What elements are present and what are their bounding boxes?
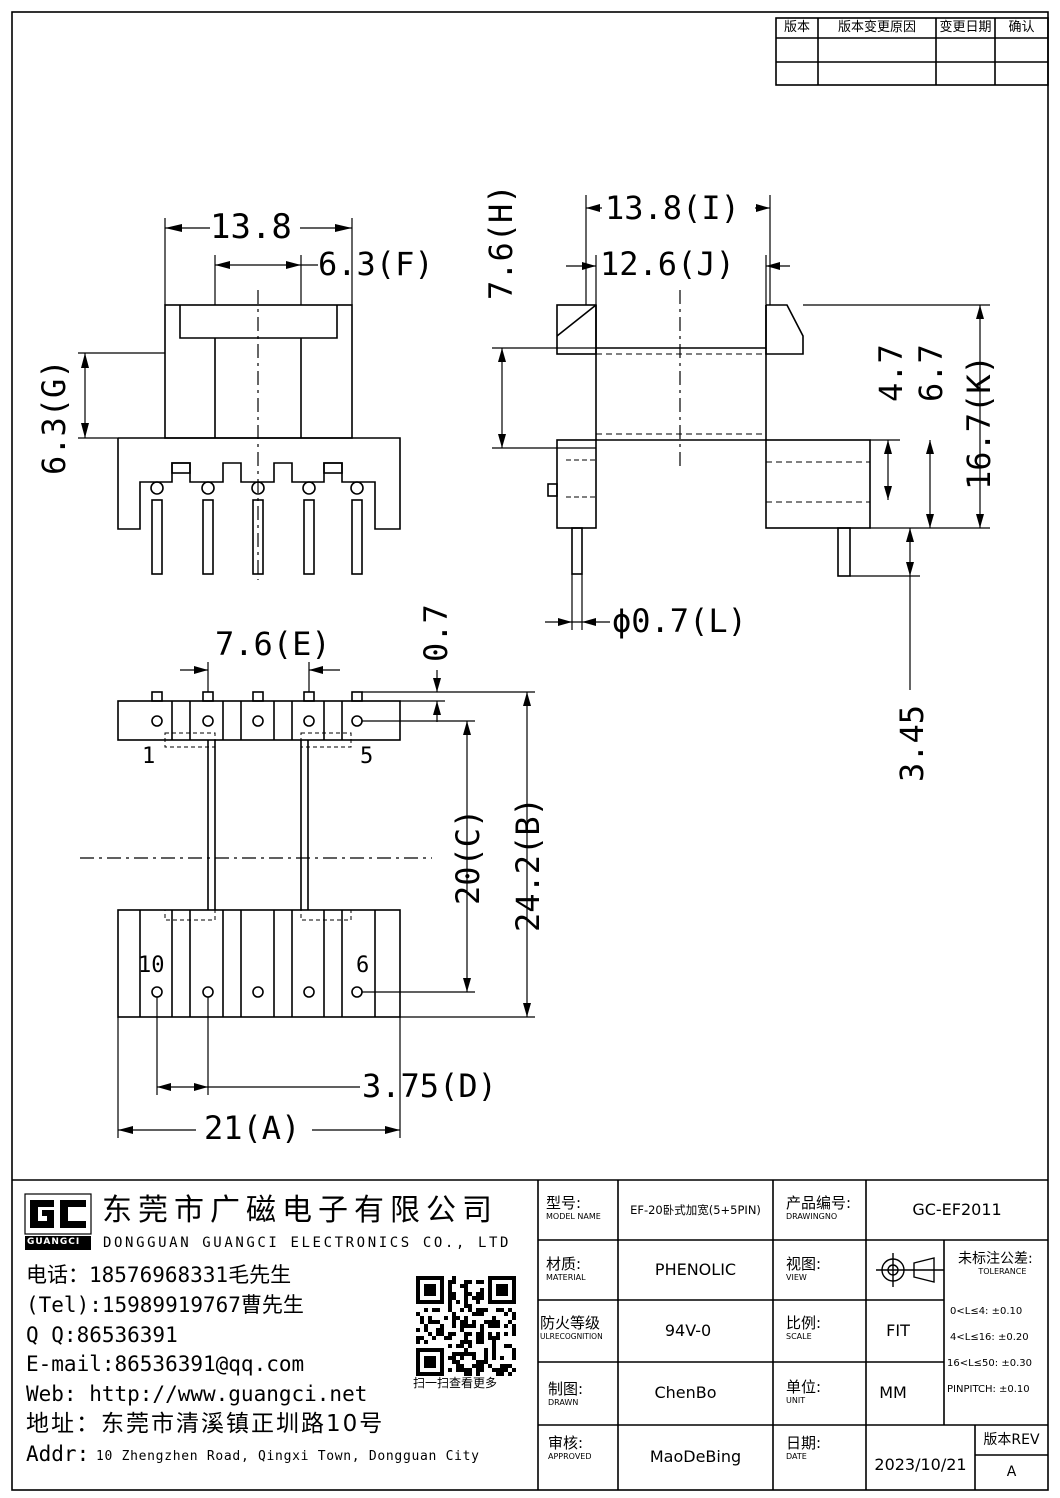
dim-j: 12.6(J)	[600, 245, 735, 283]
projection-symbol	[876, 1253, 944, 1287]
dim-c: 20(C)	[449, 808, 487, 905]
pin-6-label: 6	[356, 953, 370, 978]
drawing-number-value: GC-EF2011	[912, 1199, 1002, 1219]
dim-6-7: 6.7	[912, 344, 950, 402]
view-label: 视图:VIEW	[786, 1255, 822, 1282]
front-view	[117, 290, 401, 580]
dim-f: 6.3(F)	[318, 245, 434, 283]
fire-rating-value: 94V-0	[664, 1320, 712, 1340]
revision-header-reason: 版本变更原因	[837, 20, 916, 36]
dim-3-45: 3.45	[893, 704, 931, 782]
logo-text: GUANGCI	[27, 1237, 81, 1247]
tolerance-row-2: 4<L≤16: ±0.20	[950, 1332, 1029, 1343]
scale-label: 比例:SCALE	[786, 1314, 822, 1341]
company-logo	[24, 1193, 92, 1250]
revision-value: A	[1006, 1464, 1017, 1481]
company-phone: 电话：18576968331毛先生	[26, 1263, 292, 1287]
dim-4-7: 4.7	[872, 344, 910, 402]
bottom-view-dims	[117, 662, 535, 1138]
qr-caption: 扫一扫查看更多	[413, 1376, 498, 1390]
tolerance-label: 未标注公差:TOLERANCE	[958, 1251, 1033, 1276]
dim-d: 3.75(D)	[362, 1067, 497, 1105]
dim-l: ϕ0.7(L)	[612, 602, 747, 640]
model-value: EF-20卧式加宽(5+5PIN)	[630, 1202, 761, 1217]
company-qq: Q Q:86536391	[26, 1323, 178, 1347]
material-label: 材质:MATERIAL	[546, 1255, 586, 1282]
company-addr-label: Addr:	[26, 1442, 90, 1466]
revision-header-confirm: 确认	[1008, 20, 1035, 36]
dim-top-width: 13.8	[210, 207, 292, 247]
company-web: Web: http://www.guangci.net	[26, 1382, 368, 1406]
unit-label: 单位:UNIT	[786, 1378, 822, 1405]
dim-a: 21(A)	[204, 1109, 301, 1147]
revision-label: 版本REV	[983, 1431, 1040, 1448]
dim-b: 24.2(B)	[509, 797, 547, 932]
dim-k: 16.7(K)	[960, 355, 998, 490]
revision-header-version: 版本	[783, 20, 810, 36]
tolerance-row-4: PINPITCH: ±0.10	[947, 1384, 1030, 1395]
approved-value: MaoDeBing	[649, 1447, 742, 1467]
dim-0-7: 0.7	[417, 604, 455, 662]
material-value: PHENOLIC	[654, 1259, 737, 1279]
title-block-grid	[12, 1179, 1048, 1490]
company-name-en: DONGGUAN GUANGCI ELECTRONICS CO., LTD	[103, 1235, 512, 1251]
bottom-view	[80, 691, 432, 1018]
date-label: 日期:DATE	[786, 1434, 822, 1461]
tolerance-row-3: 16<L≤50: ±0.30	[947, 1358, 1032, 1369]
scale-value: FIT	[886, 1320, 910, 1340]
model-label: 型号:MODEL NAME	[546, 1194, 601, 1221]
tolerance-row-1: 0<L≤4: ±0.10	[950, 1306, 1023, 1317]
revision-header-date: 变更日期	[939, 20, 992, 36]
drawn-value: ChenBo	[654, 1383, 717, 1403]
company-tel: (Tel):15989919767曹先生	[26, 1293, 304, 1317]
pin-10-label: 10	[138, 953, 165, 978]
company-address-cn: 地址：东莞市清溪镇正圳路10号	[26, 1411, 385, 1437]
qr-code	[416, 1276, 516, 1376]
drawn-label: 制图:DRAWN	[548, 1380, 584, 1407]
company-name-cn: 东莞市广磁电子有限公司	[102, 1193, 498, 1228]
pin-1-label: 1	[142, 744, 156, 769]
arrowheads	[81, 204, 984, 1134]
drawing-number-label: 产品编号:DRAWINGNO	[786, 1194, 852, 1221]
approved-label: 审核:APPROVED	[548, 1434, 592, 1461]
date-value: 2023/10/21	[874, 1454, 967, 1474]
dim-h: 7.6(H)	[482, 184, 520, 300]
dim-g: 6.3(G)	[35, 359, 73, 475]
unit-value: MM	[879, 1383, 907, 1403]
side-view	[547, 290, 871, 577]
company-address-en: 10 Zhengzhen Road, Qingxi Town, Dongguan…	[96, 1449, 480, 1464]
sheet-border	[11, 11, 1049, 1491]
dim-i: 13.8(I)	[605, 189, 740, 227]
company-email: E-mail:86536391@qq.com	[26, 1352, 305, 1376]
dim-e: 7.6(E)	[215, 625, 331, 663]
revision-table-grid	[775, 17, 1049, 86]
pin-5-label: 5	[360, 744, 374, 769]
